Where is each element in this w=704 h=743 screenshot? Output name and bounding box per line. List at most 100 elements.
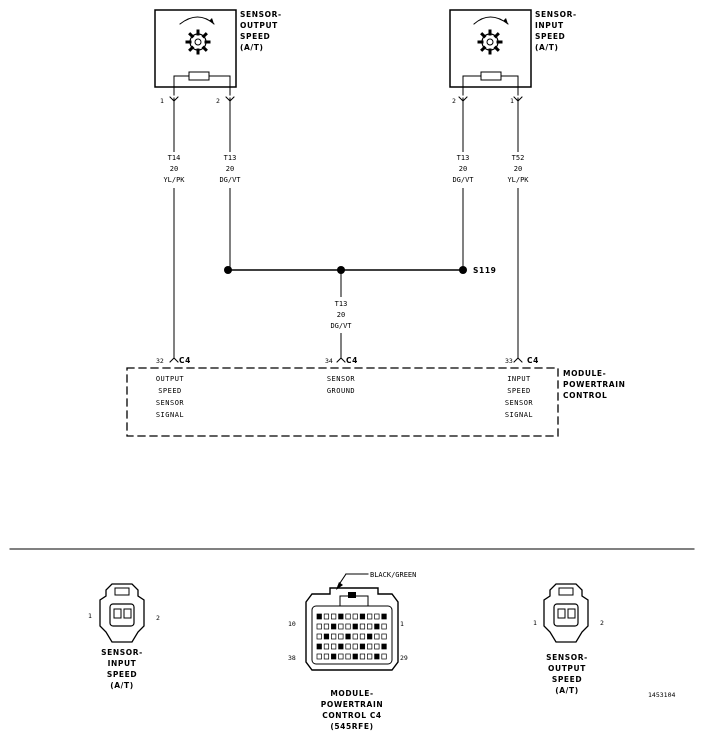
pin-cavity	[331, 613, 337, 620]
svg-text:SENSOR-: SENSOR-	[546, 653, 588, 662]
svg-text:INPUT: INPUT	[108, 659, 137, 668]
pin-cavity	[381, 623, 387, 630]
pcm-module-label: MODULE- POWERTRAIN CONTROL	[563, 369, 625, 400]
pcm-conn-pin-10: 10	[288, 620, 296, 628]
pin-cavity	[374, 653, 380, 660]
svg-text:YL/PK: YL/PK	[507, 176, 529, 184]
pin-cavity	[352, 653, 358, 660]
pin-cavity	[338, 653, 344, 660]
pin-cavity	[331, 653, 337, 660]
svg-text:SPEED: SPEED	[158, 387, 182, 395]
pin-cavity	[374, 623, 380, 630]
pcm-pin-32: 32	[156, 357, 164, 365]
pin-cavity	[359, 653, 366, 660]
pin-cavity	[331, 623, 337, 630]
pcm-conn-callout: BLACK/GREEN	[370, 571, 416, 579]
pin-cavity	[381, 653, 387, 660]
pcm-pin-34-desc: SENSOR GROUND	[327, 375, 356, 395]
svg-text:MODULE-: MODULE-	[330, 689, 373, 698]
svg-text:SPEED: SPEED	[552, 675, 582, 684]
pin-cavity	[367, 653, 373, 660]
gear-icon	[477, 29, 503, 55]
input-sensor-label-4: (A/T)	[535, 43, 559, 52]
svg-text:(A/T): (A/T)	[110, 681, 134, 690]
svg-text:SIGNAL: SIGNAL	[156, 411, 184, 419]
pin-cavity	[352, 623, 358, 630]
wire-label-t52: T52 20 YL/PK	[507, 154, 529, 184]
pin-cavity	[338, 633, 344, 640]
output-conn-pin-1: 1	[533, 619, 537, 627]
svg-text:20: 20	[170, 165, 178, 173]
svg-text:SENSOR: SENSOR	[327, 375, 356, 383]
wire-label-backgrounds	[162, 152, 530, 333]
svg-text:SENSOR: SENSOR	[156, 399, 185, 407]
output-speed-sensor: 1 2 SENSOR- OUTPUT SPEED (A/T)	[154, 9, 281, 105]
input-sensor-label-3: SPEED	[535, 32, 565, 41]
svg-text:SPEED: SPEED	[107, 670, 137, 679]
pcm-module-box	[126, 367, 559, 437]
pin-cavity	[323, 653, 330, 660]
pin-cavity	[316, 613, 322, 620]
sensor-resistor-icon	[173, 71, 231, 96]
input-sensor-label-1: SENSOR-	[535, 10, 577, 19]
figure-id: 1453104	[648, 691, 675, 699]
rotation-arrow-icon	[179, 16, 215, 25]
pcm-pin-34: 34	[325, 357, 333, 365]
svg-text:DG/VT: DG/VT	[330, 322, 352, 330]
pin-cavity	[352, 643, 358, 650]
pin-cavity	[381, 633, 387, 640]
output-speed-connector-view: 1 2 SENSOR- OUTPUT SPEED (A/T)	[533, 583, 604, 695]
svg-text:T14: T14	[168, 154, 181, 162]
pin-cavity	[323, 643, 330, 650]
svg-text:20: 20	[514, 165, 522, 173]
pin-cavity	[381, 643, 387, 650]
svg-text:SIGNAL: SIGNAL	[505, 411, 533, 419]
output-sensor-label-2: OUTPUT	[240, 21, 278, 30]
svg-text:20: 20	[337, 311, 345, 319]
pin-cavity	[316, 623, 322, 630]
pcm-pin-grid	[316, 613, 387, 660]
svg-text:SENSOR: SENSOR	[505, 399, 534, 407]
pcm-pin-33-desc: INPUT SPEED SENSOR SIGNAL	[505, 375, 534, 419]
pcm-pin-32-desc: OUTPUT SPEED SENSOR SIGNAL	[156, 375, 185, 419]
pcm-c4-connector-view: BLACK/GREEN 10 1 38 29 MODULE- POWERTRAI…	[288, 571, 416, 731]
svg-text:YL/PK: YL/PK	[163, 176, 185, 184]
pin-cavity	[323, 633, 330, 640]
pin-cavity	[359, 633, 366, 640]
input-conn-pin-2: 2	[156, 614, 160, 622]
input-sensor-pin-1: 1	[510, 97, 514, 105]
svg-text:MODULE-: MODULE-	[563, 369, 606, 378]
pcm-conn-c4-c: C4	[527, 356, 539, 365]
wire-label-t13-left: T13 20 DG/VT	[219, 154, 241, 184]
pcm-pin-33: 33	[505, 357, 513, 365]
pin-cavity	[345, 653, 351, 660]
pcm-conn-c4-b: C4	[346, 356, 358, 365]
wire-label-t13-right: T13 20 DG/VT	[452, 154, 474, 184]
svg-text:CONTROL C4: CONTROL C4	[322, 711, 382, 720]
svg-text:DG/VT: DG/VT	[219, 176, 241, 184]
pin-cavity	[359, 613, 366, 620]
svg-text:DG/VT: DG/VT	[452, 176, 474, 184]
pin-cavity	[345, 613, 351, 620]
pin-cavity	[367, 623, 373, 630]
svg-text:T13: T13	[224, 154, 237, 162]
pin-cavity	[367, 613, 373, 620]
pin-cavity	[359, 643, 366, 650]
pin-cavity	[345, 623, 351, 630]
pin-cavity	[345, 633, 351, 640]
pin-cavity	[352, 613, 358, 620]
pin-cavity	[338, 643, 344, 650]
svg-text:20: 20	[459, 165, 467, 173]
splice-label: S119	[473, 266, 496, 275]
gear-icon	[185, 29, 211, 55]
input-speed-sensor: 2 1 SENSOR- INPUT SPEED (A/T)	[449, 9, 577, 105]
splice-dots	[224, 266, 467, 274]
pin-cavity	[374, 633, 380, 640]
input-sensor-label-2: INPUT	[535, 21, 564, 30]
svg-text:(A/T): (A/T)	[555, 686, 579, 695]
svg-text:SENSOR-: SENSOR-	[101, 648, 143, 657]
svg-text:OUTPUT: OUTPUT	[548, 664, 586, 673]
rotation-arrow-icon	[473, 16, 509, 25]
svg-text:POWERTRAIN: POWERTRAIN	[321, 700, 383, 709]
